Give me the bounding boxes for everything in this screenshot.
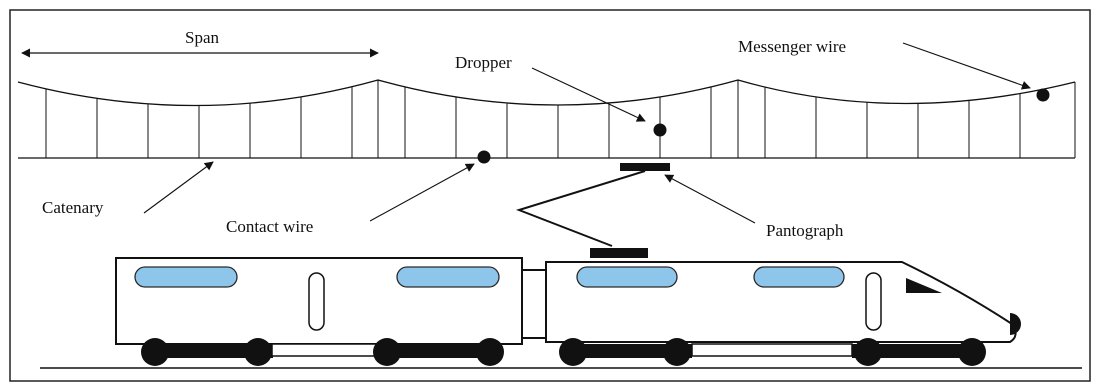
wheel — [476, 338, 504, 366]
window — [576, 266, 678, 288]
dropper-dot — [653, 123, 667, 137]
train-coupler — [521, 269, 547, 339]
skirt — [691, 343, 853, 357]
messenger-wire — [17, 79, 1076, 107]
wheel — [854, 338, 882, 366]
window — [396, 266, 500, 288]
messenger-wire-label: Messenger wire — [738, 37, 846, 56]
window — [753, 266, 845, 288]
wheel — [559, 338, 587, 366]
train-nose-bumper — [1010, 313, 1021, 335]
wheel — [244, 338, 272, 366]
pantograph-base — [590, 248, 648, 258]
door — [865, 272, 882, 331]
wheel — [958, 338, 986, 366]
catenary-pointer — [143, 161, 214, 214]
messenger-wire-dot — [1036, 88, 1050, 102]
bogie — [143, 344, 273, 358]
pantograph-pointer — [664, 174, 756, 224]
bogie — [386, 344, 490, 358]
door — [308, 272, 325, 331]
cab-window — [906, 278, 942, 293]
pantograph-label: Pantograph — [766, 221, 844, 240]
window — [134, 266, 238, 288]
wheel — [663, 338, 691, 366]
dropper-label: Dropper — [455, 53, 512, 72]
train — [115, 257, 1021, 366]
bogie — [852, 344, 972, 358]
catenary-label: Catenary — [42, 198, 104, 217]
messenger-wire-pointer — [902, 42, 1031, 90]
pantograph-head — [620, 163, 670, 171]
contact-wire-pointer — [369, 163, 475, 222]
wheel — [373, 338, 401, 366]
dropper-pointer — [531, 67, 646, 122]
contact-wire-dot — [477, 150, 491, 164]
pantograph — [515, 163, 670, 258]
pantograph-arm — [515, 170, 646, 247]
figure-border — [9, 9, 1091, 382]
span-label: Span — [185, 28, 220, 47]
droppers — [45, 80, 1076, 158]
skirt — [271, 343, 387, 357]
contact-wire-label: Contact wire — [226, 217, 313, 236]
wheel — [141, 338, 169, 366]
bogie — [572, 344, 692, 358]
